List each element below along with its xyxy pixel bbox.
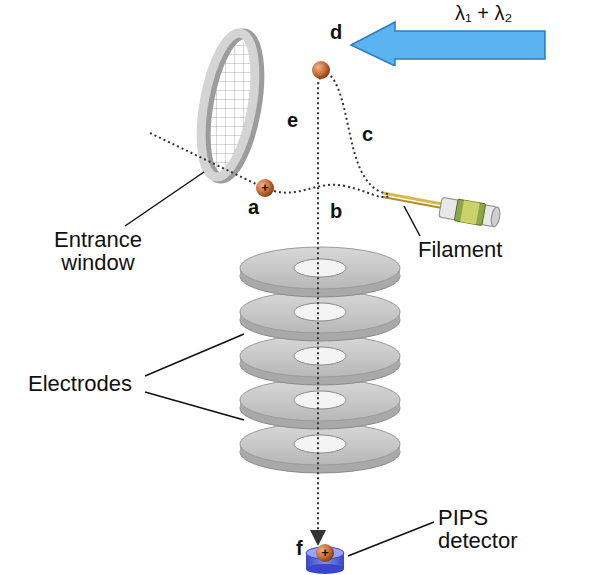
laser-beam-arrow: λ₁ + λ₂ bbox=[345, 0, 550, 66]
part-name: Entrance window bbox=[28, 228, 168, 274]
part-name: PIPS detector bbox=[438, 506, 550, 552]
ion-trajectory bbox=[150, 73, 390, 538]
callout-letter: e bbox=[287, 110, 298, 131]
charge-sign: + bbox=[321, 546, 329, 560]
ion-a bbox=[256, 179, 274, 197]
callout-letter: b bbox=[330, 201, 342, 222]
entrance-window bbox=[192, 29, 269, 182]
callout-letter: a bbox=[248, 197, 259, 218]
callout-letter: c bbox=[362, 124, 373, 145]
filament bbox=[383, 193, 501, 228]
beam-label: λ₁ + λ₂ bbox=[455, 3, 512, 24]
leader-lines bbox=[125, 172, 434, 556]
callout-letter: f bbox=[296, 538, 303, 559]
electrode-stack bbox=[240, 247, 400, 473]
part-name: Filament bbox=[418, 238, 502, 261]
callout-letter: d bbox=[330, 22, 342, 43]
arrow-shape bbox=[345, 0, 550, 66]
charge-sign: + bbox=[261, 181, 269, 195]
part-name: Electrodes bbox=[28, 372, 132, 395]
ion-f bbox=[316, 544, 334, 562]
ion-d bbox=[312, 61, 330, 79]
